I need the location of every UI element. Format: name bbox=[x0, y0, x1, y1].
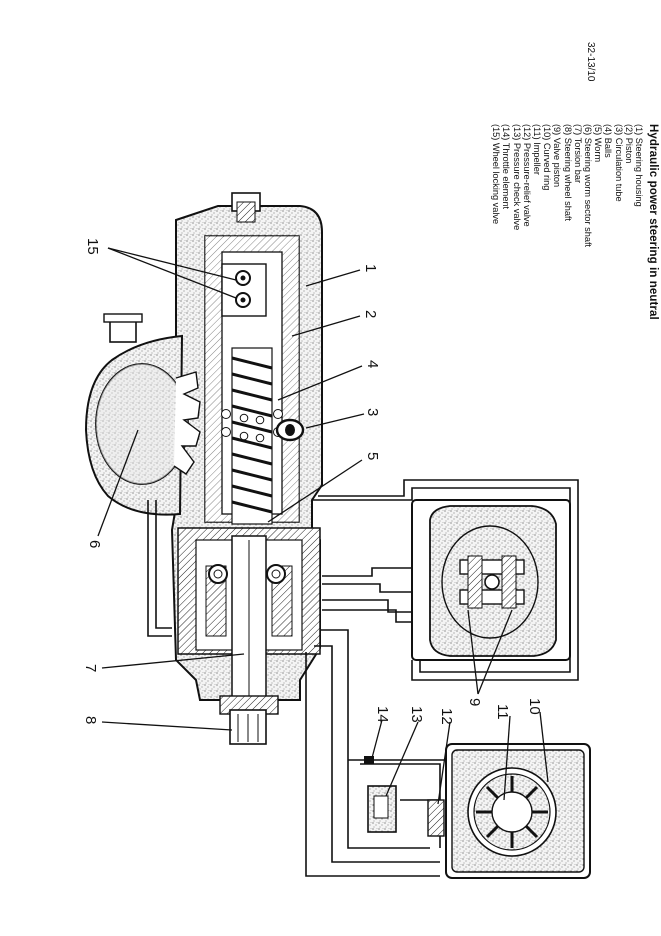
sector-shaft-housing bbox=[84, 313, 201, 516]
callout-5: 5 bbox=[364, 452, 381, 460]
callout-12: 12 bbox=[438, 708, 455, 725]
callout-4: 4 bbox=[364, 360, 381, 368]
callout-9: 9 bbox=[466, 698, 483, 706]
rotary-valve-body bbox=[177, 527, 321, 707]
callout-15: 15 bbox=[84, 238, 101, 255]
valve-piston-block bbox=[411, 499, 571, 661]
callout-2: 2 bbox=[362, 310, 379, 318]
callout-11: 11 bbox=[494, 704, 511, 720]
pump-control-valves bbox=[364, 756, 445, 837]
callout-10: 10 bbox=[526, 698, 543, 715]
worm-and-balls bbox=[221, 347, 283, 525]
leader-lines bbox=[97, 247, 549, 805]
callout-14: 14 bbox=[374, 706, 391, 723]
circulation-tube bbox=[275, 418, 305, 442]
callout-labels: 1 2 4 3 5 6 7 8 9 10 11 12 13 14 15 bbox=[82, 238, 543, 725]
callout-13: 13 bbox=[408, 706, 425, 723]
callout-6: 6 bbox=[86, 540, 103, 548]
callout-7: 7 bbox=[82, 664, 99, 672]
wheel-locking-valves bbox=[221, 263, 267, 317]
callout-1: 1 bbox=[362, 264, 379, 272]
callout-8: 8 bbox=[82, 716, 99, 724]
hydraulic-lines bbox=[147, 479, 579, 877]
callout-3: 3 bbox=[364, 408, 381, 416]
vane-pump bbox=[445, 743, 591, 879]
steering-wheel-shaft bbox=[219, 695, 279, 745]
